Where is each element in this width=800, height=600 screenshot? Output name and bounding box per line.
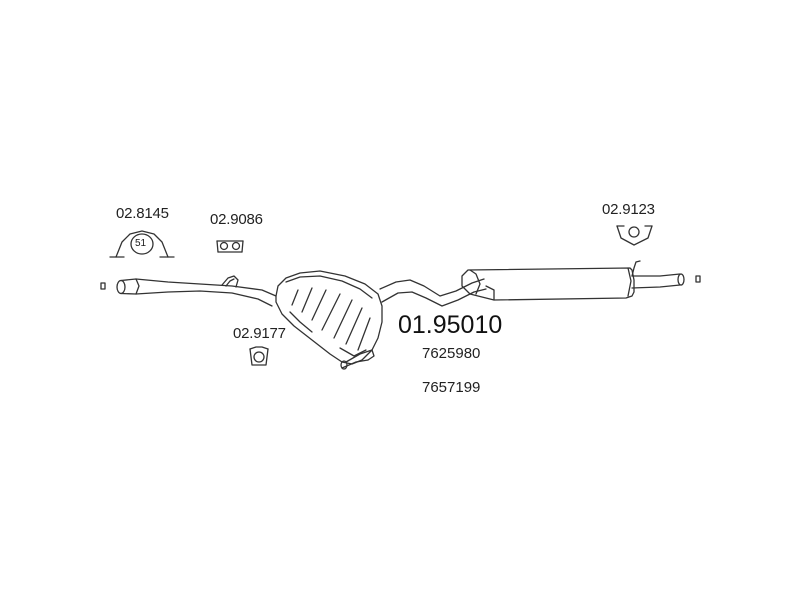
hanger-front-part-number: 02.9086 [210, 211, 263, 228]
main-part-number: 01.95010 [398, 311, 503, 339]
front-pipe [116, 275, 277, 307]
hanger-rear-part-number: 02.9123 [602, 201, 655, 218]
clamp-part-number: 02.8145 [116, 205, 169, 222]
clamp-part-drawing [109, 230, 175, 258]
center-silencer [275, 270, 383, 370]
tail-pipe [631, 260, 685, 289]
hanger-mid-drawing [249, 346, 269, 366]
hanger-mid-part-number: 02.9177 [233, 325, 286, 342]
clamp-size-label: 51 [135, 238, 147, 249]
front-end-marker [100, 282, 106, 290]
intermediate-pipe [379, 278, 487, 307]
hanger-front-drawing [216, 240, 244, 253]
rear-muffler [461, 267, 635, 301]
oem-number-2: 7657199 [422, 379, 481, 396]
oem-number-1: 7625980 [422, 345, 481, 362]
hanger-rear-drawing [616, 225, 653, 246]
rear-end-marker [695, 275, 701, 283]
